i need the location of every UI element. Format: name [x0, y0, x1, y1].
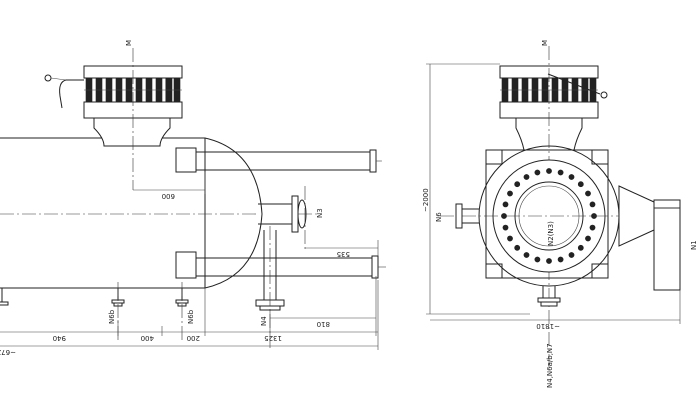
label-m-left: M — [125, 40, 133, 46]
dim-2000-label: ~2000 — [422, 188, 430, 212]
lower-pipe-bracket — [175, 251, 197, 279]
dim-600: 600 — [133, 172, 206, 200]
closure-handle — [59, 79, 84, 109]
label-n1: N1 — [690, 240, 697, 250]
end-closure-handle — [547, 73, 601, 95]
label-n4: N4 — [260, 316, 268, 326]
support-pad-bl — [485, 263, 503, 279]
label-n3: N3 — [316, 208, 324, 218]
upper-pipe-flange — [369, 149, 377, 173]
dim-6725-label: ~6725 — [0, 348, 16, 356]
n3-nozzle — [258, 203, 295, 225]
support-pad-br — [591, 263, 609, 279]
closure-neck — [93, 117, 171, 147]
dim-535: 535 — [305, 240, 379, 258]
support-pad-tr — [591, 149, 609, 165]
lower-pipe-flange — [371, 255, 379, 279]
vessel-shell — [0, 137, 263, 289]
dim-2000: ~2000 — [422, 63, 530, 315]
label-n2n3: N2(N3) — [547, 221, 555, 246]
label-n6b-2: N6b — [187, 309, 195, 324]
n6b-nozzle-2: N6b — [175, 282, 195, 342]
n4-nozzle — [263, 230, 277, 300]
dim-200-label: 200 — [187, 334, 200, 342]
n1-nozzle — [618, 185, 655, 247]
n6-nozzle — [462, 208, 479, 224]
label-m-right: M — [541, 40, 549, 46]
end-view: M — [422, 40, 697, 388]
label-n6b-1: N6b — [108, 309, 116, 324]
dim-1810: ~1810 — [430, 290, 681, 330]
label-n6: N6 — [435, 212, 443, 222]
dim-1325-label: 1325 — [264, 334, 282, 342]
dim-chain-bottom: 940 400 200 1325 810 ~6725 — [0, 276, 379, 356]
dim-535-label: 535 — [337, 250, 350, 258]
dim-1810-label: ~1810 — [536, 322, 560, 330]
label-n4-group: N4,N6a/b,N7 — [546, 343, 554, 388]
dim-400-label: 400 — [141, 334, 154, 342]
side-view: M N3 N4 N6b — [0, 40, 386, 356]
bottom-nozzle — [542, 286, 556, 298]
support-pad-tl — [485, 149, 503, 165]
dim-940-label: 940 — [53, 334, 66, 342]
drain-nozzle-1 — [0, 288, 9, 306]
dim-600-label: 600 — [162, 192, 175, 200]
n6b-nozzle-1: N6b — [108, 282, 125, 342]
n1-flange — [653, 207, 681, 291]
upper-pipe-bracket — [175, 147, 197, 173]
dim-810-label: 810 — [317, 320, 330, 328]
